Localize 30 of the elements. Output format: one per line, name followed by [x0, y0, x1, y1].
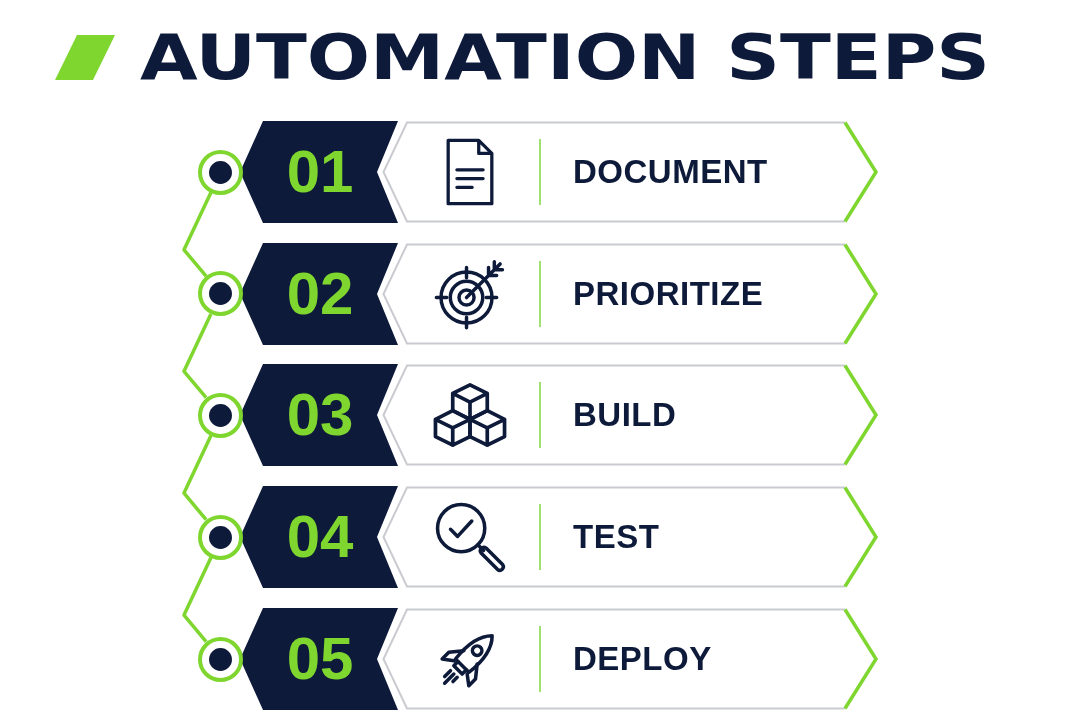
step-banner	[382, 486, 879, 588]
connector-line	[182, 191, 213, 278]
step-number: 05	[286, 629, 354, 689]
step-number: 03	[286, 385, 354, 445]
title: AUTOMATION STEPS	[140, 27, 990, 89]
number-tag	[240, 242, 398, 345]
connector-line	[182, 556, 213, 643]
step-number: 04	[286, 507, 354, 567]
step-title: BUILD	[573, 396, 677, 434]
number-tag	[240, 121, 398, 223]
number-tag	[240, 608, 398, 710]
step-banner	[382, 242, 879, 345]
step-title: DOCUMENT	[573, 153, 768, 191]
timeline-dot	[198, 636, 243, 682]
step-banner	[382, 121, 879, 223]
step-title: PRIORITIZE	[573, 274, 764, 313]
step-banner	[382, 608, 879, 710]
number-tag	[240, 486, 398, 588]
connector-line	[182, 313, 213, 399]
connector-line	[182, 434, 213, 521]
step-number: 02	[286, 263, 354, 324]
timeline-dot	[198, 149, 243, 195]
timeline-dot	[198, 514, 243, 560]
number-tag	[240, 364, 398, 466]
step-banner	[382, 364, 879, 466]
timeline-dot	[198, 271, 243, 316]
step-number: 01	[286, 142, 354, 202]
timeline-dot	[198, 392, 243, 438]
step-title: TEST	[573, 518, 660, 556]
step-title: DEPLOY	[573, 640, 712, 678]
